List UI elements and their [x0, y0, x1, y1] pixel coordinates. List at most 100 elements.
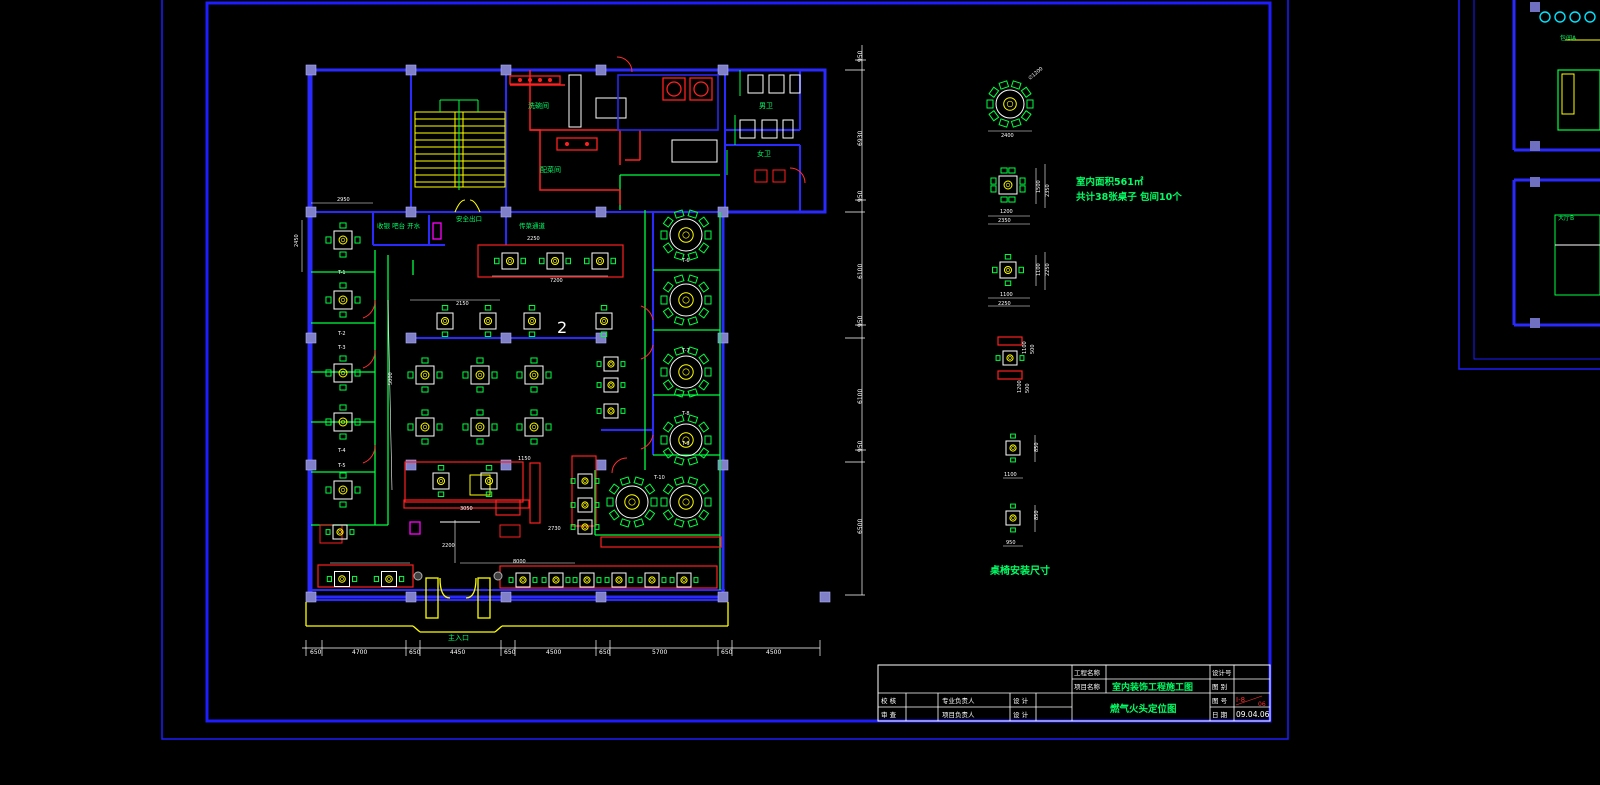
- round-table: [986, 80, 1034, 128]
- dimension: 2730: [548, 526, 561, 532]
- square-table: [992, 254, 1024, 286]
- table-label: T-1: [337, 270, 346, 276]
- tb-sheet: 图 别: [1212, 682, 1227, 691]
- square-table: [669, 572, 699, 588]
- round-table: [660, 209, 712, 261]
- table-label: T-3: [337, 345, 346, 351]
- legend-dim: 2350: [1045, 184, 1051, 197]
- tb-number: 图 号: [1212, 697, 1228, 705]
- square-table: [596, 356, 626, 372]
- tb-design1: 设 计: [1013, 696, 1029, 705]
- table-label: T-5: [337, 463, 346, 469]
- sheet-outer-frame: [161, 0, 1289, 740]
- legend-caption: 桌椅安装尺寸: [989, 564, 1050, 577]
- legend-dim: 2400: [1001, 133, 1014, 139]
- room-label-entrance: 主入口: [448, 633, 469, 642]
- dimension-v: 6100: [857, 389, 864, 404]
- floor-plan: 洗碗间 配菜间 男卫 女卫 收银 吧台 开水 安全出口 传菜通道 主入口 2 T…: [294, 45, 866, 656]
- dimension-h: 650: [721, 649, 733, 656]
- square-table: [995, 350, 1025, 366]
- tb-proj-lead: 项目负责人: [942, 710, 975, 719]
- adjacent-label-b: 大厅B: [1558, 214, 1574, 222]
- room-label-kitchen: 配菜间: [540, 165, 561, 174]
- dimension: 2150: [456, 301, 469, 307]
- legend-dim: 1100: [1000, 292, 1013, 298]
- legend-dim: 1100: [1036, 263, 1042, 276]
- square-table: [462, 357, 498, 393]
- legend-dim: 1100: [1004, 472, 1017, 478]
- square-table: [373, 571, 405, 587]
- table-label: T-7: [681, 348, 690, 354]
- dimension-v: 950: [857, 50, 864, 62]
- square-table: [325, 222, 361, 258]
- dimension-v: 950: [857, 440, 864, 452]
- room-label-safety-exit: 安全出口: [456, 214, 482, 223]
- tb-prof-lead: 专业负责人: [942, 696, 975, 705]
- dimension: 8000: [513, 559, 526, 565]
- tb-drawing-name: 燃气火头定位图: [1110, 703, 1177, 715]
- legend-dim: ∅1200: [1027, 66, 1044, 82]
- dimension-h: 4500: [766, 649, 781, 656]
- round-table: [606, 476, 658, 528]
- legend-dim: 850: [1034, 442, 1040, 452]
- dimension: 5000: [388, 372, 394, 385]
- dimension: 2200: [442, 543, 455, 549]
- square-table: [326, 571, 358, 587]
- tb-date: 日 期: [1212, 711, 1228, 719]
- square-table: [637, 572, 667, 588]
- square-table: [325, 355, 361, 391]
- legend-dim: 2350: [998, 218, 1011, 224]
- square-table: [1005, 503, 1021, 533]
- square-table: [596, 403, 626, 419]
- legend-dim: 500: [1030, 344, 1036, 354]
- tb-review: 审 查: [881, 710, 897, 719]
- square-table: [432, 465, 450, 497]
- dimension-h: 650: [310, 649, 322, 656]
- square-table: [570, 473, 600, 489]
- tb-number-value: I-8: [1236, 696, 1245, 704]
- room-label-female-wc: 女卫: [757, 149, 771, 158]
- square-table: [480, 465, 498, 497]
- dimension-h: 4700: [352, 649, 367, 656]
- square-table: [325, 282, 361, 318]
- tables-note: 共计38张桌子 包间10个: [1076, 191, 1182, 203]
- dimension-h: 650: [409, 649, 421, 656]
- dimension: 2250: [527, 236, 540, 242]
- dimension: 1150: [518, 456, 531, 462]
- title-block: 工程名称 项目名称 校 核 审 查 专业负责人 项目负责人 设 计 设 计 设计…: [877, 664, 1271, 722]
- square-table: [325, 404, 361, 440]
- tb-item-label: 项目名称: [1074, 682, 1101, 691]
- square-table: [595, 305, 613, 337]
- dimension: 2950: [337, 197, 350, 203]
- main-entrance: [305, 577, 729, 633]
- table-label: T-10: [653, 475, 665, 481]
- legend-dim: 1200: [1017, 380, 1023, 393]
- dimension-v: 6100: [857, 264, 864, 279]
- square-table: [1005, 433, 1021, 463]
- square-table: [325, 524, 355, 540]
- adjacent-label-a: 包间A: [1560, 34, 1577, 42]
- tb-proofread: 校 核: [881, 696, 897, 705]
- table-label: T-8: [681, 411, 690, 417]
- legend-dim: 1200: [1000, 209, 1013, 215]
- dimension: 7200: [550, 278, 563, 284]
- dimension: 3050: [460, 506, 473, 512]
- legend-dim: 2250: [1045, 263, 1051, 276]
- table-size-legend: [986, 80, 1046, 547]
- round-table: [660, 414, 712, 466]
- tb-design2: 设 计: [1013, 710, 1029, 719]
- square-table: [596, 377, 626, 393]
- table-label: T-6: [681, 258, 690, 264]
- square-table: [407, 357, 443, 393]
- square-table: [516, 409, 552, 445]
- square-table: [572, 572, 602, 588]
- legend-dim: 1500: [1036, 180, 1042, 193]
- round-table: [660, 476, 712, 528]
- table-label: T-2: [337, 331, 346, 337]
- adjacent-sheet: 包间A 大厅B: [1458, 0, 1600, 370]
- dimension-h: 650: [504, 649, 516, 656]
- numeral-label: 2: [557, 318, 567, 337]
- square-table: [523, 305, 541, 337]
